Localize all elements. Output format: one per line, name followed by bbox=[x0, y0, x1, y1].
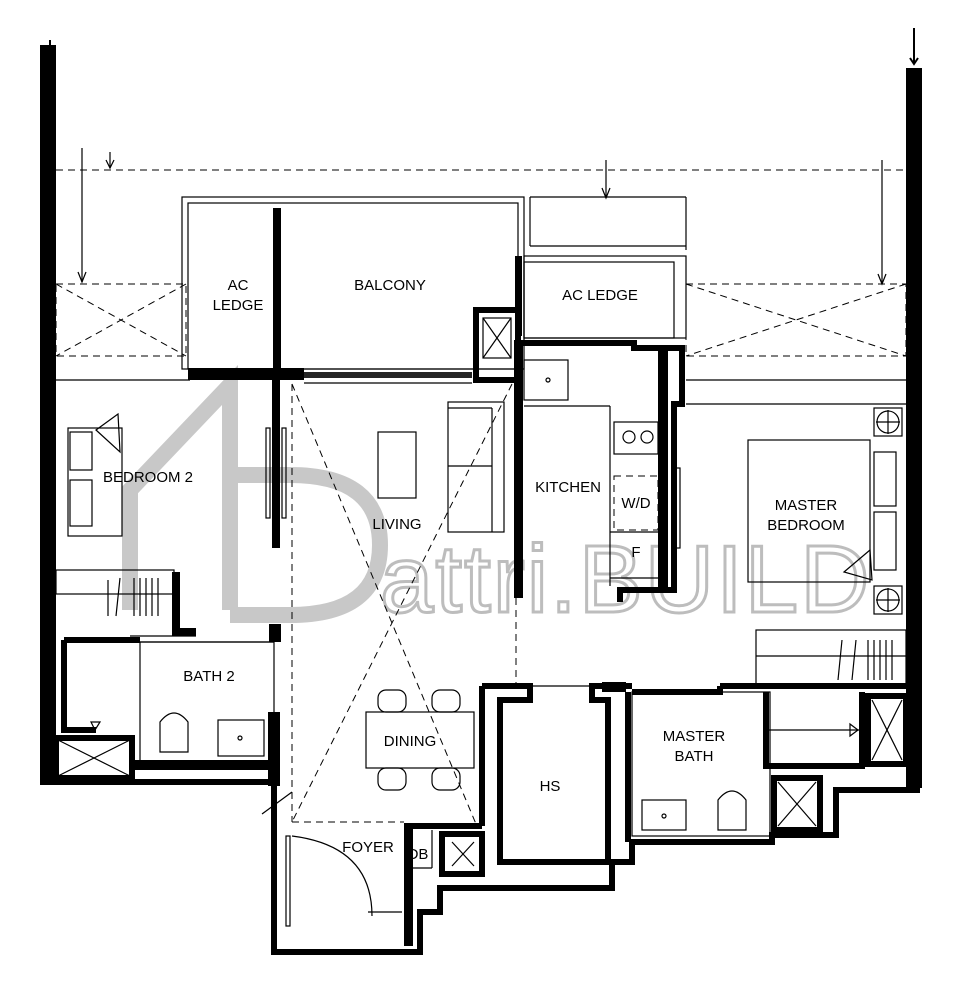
outer-walls bbox=[40, 28, 922, 955]
wd-label: W/D bbox=[621, 495, 650, 512]
db-label: DB bbox=[408, 846, 429, 863]
living-zone bbox=[291, 383, 517, 825]
dining-label: DINING bbox=[384, 733, 437, 750]
master-bath-label-1: MASTER bbox=[663, 728, 726, 745]
master-bath-label-2: BATH bbox=[675, 748, 714, 765]
hs-label: HS bbox=[540, 778, 561, 795]
balcony-area bbox=[181, 196, 687, 372]
bedroom2-label: BEDROOM 2 bbox=[103, 469, 193, 486]
master-bedroom-label-2: BEDROOM bbox=[767, 517, 845, 534]
balcony-label: BALCONY bbox=[354, 277, 426, 294]
watermark-text: attri.BUILD bbox=[380, 526, 871, 633]
fridge-label: F bbox=[631, 544, 640, 561]
ac-ledge-left-label-1: AC bbox=[228, 277, 249, 294]
ac-ledge-right-label: AC LEDGE bbox=[562, 287, 638, 304]
kitchen-label: KITCHEN bbox=[535, 479, 601, 496]
master-bedroom-label-1: MASTER bbox=[775, 497, 838, 514]
roof-lines bbox=[55, 148, 907, 405]
watermark-logo bbox=[122, 365, 389, 623]
bath2-label: BATH 2 bbox=[183, 668, 234, 685]
foyer-label: FOYER bbox=[342, 839, 394, 856]
room-labels: AC LEDGE BALCONY AC LEDGE BEDROOM 2 LIVI… bbox=[103, 277, 845, 863]
doors bbox=[90, 427, 859, 953]
living-label: LIVING bbox=[372, 516, 421, 533]
ac-ledge-left-label-2: LEDGE bbox=[213, 297, 264, 314]
watermark: attri.BUILD bbox=[122, 365, 871, 635]
interior-walls bbox=[53, 307, 909, 946]
furniture bbox=[67, 359, 903, 831]
